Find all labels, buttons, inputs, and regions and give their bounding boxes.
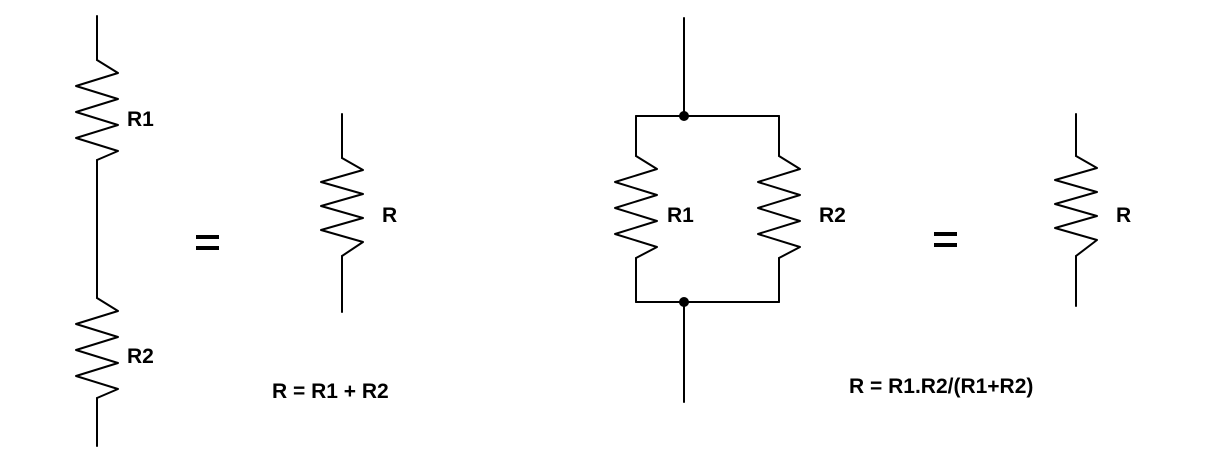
parallel-resistor-r2 (757, 155, 801, 259)
parallel-r1-label: R1 (667, 204, 694, 227)
series-formula: R = R1 + R2 (272, 380, 389, 403)
parallel-top-junction-dot (679, 111, 689, 121)
parallel-bottom-junction-dot (679, 297, 689, 307)
series-r2-label: R2 (127, 345, 154, 368)
series-equiv-r-label: R (382, 204, 397, 227)
series-equiv-resistor-r (320, 157, 364, 257)
parallel-equivalent: R R = R1.R2/(R1+R2) (849, 113, 1131, 398)
parallel-equals-sign (934, 232, 957, 247)
parallel-formula: R = R1.R2/(R1+R2) (849, 375, 1033, 398)
series-r1-label: R1 (127, 108, 154, 131)
parallel-equiv-resistor-r (1054, 155, 1098, 257)
series-resistor-r2 (75, 297, 119, 399)
series-equivalent: R R = R1 + R2 (196, 113, 397, 403)
parallel-resistor-r1 (614, 155, 658, 259)
parallel-equiv-r-label: R (1116, 204, 1131, 227)
series-resistor-r1 (75, 59, 119, 161)
series-equals-sign (196, 235, 219, 250)
parallel-r2-label: R2 (819, 204, 846, 227)
series-circuit: R1 R2 (75, 15, 154, 447)
parallel-circuit: R1 R2 (614, 17, 846, 403)
